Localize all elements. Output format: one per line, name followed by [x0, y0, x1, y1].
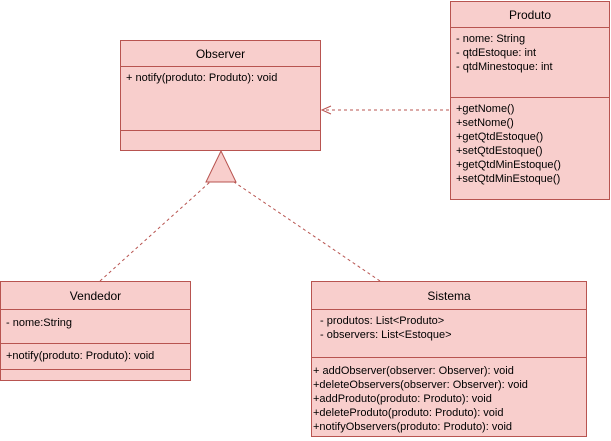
class-sistema-attribute: - produtos: List<Produto>	[317, 315, 445, 327]
class-vendedor[interactable]: Vendedor - nome:String +notify(produto: …	[0, 281, 191, 381]
class-produto-operations: +getNome() +setNome() +getQtdEstoque() +…	[451, 98, 609, 190]
class-produto-attribute: - qtdEstoque: int	[456, 47, 537, 59]
class-sistema-name: Sistema	[312, 282, 586, 310]
class-vendedor-attributes: - nome:String	[1, 310, 190, 336]
dependency-arrowhead	[320, 105, 332, 115]
class-produto-attribute: - nome: String	[456, 33, 526, 45]
class-sistema[interactable]: Sistema - produtos: List<Produto> - obse…	[311, 281, 587, 437]
class-produto-attribute: - qtdMinestoque: int	[456, 61, 553, 73]
class-produto[interactable]: Produto - nome: String - qtdEstoque: int…	[450, 1, 610, 200]
class-produto-operation: +setNome()	[456, 117, 514, 129]
realization-line-sistema-observer	[233, 181, 381, 282]
class-sistema-operation: + addObserver(observer: Observer): void	[313, 365, 514, 377]
class-sistema-divider	[312, 350, 586, 358]
class-vendedor-operation: +notify(produto: Produto): void	[6, 350, 155, 362]
class-sistema-attribute: - observers: List<Estoque>	[317, 329, 452, 341]
class-observer-name: Observer	[121, 41, 320, 67]
class-observer-attributes: + notify(produto: Produto): void	[121, 67, 320, 123]
class-observer[interactable]: Observer + notify(produto: Produto): voi…	[120, 40, 321, 151]
class-produto-operation: +setQtdEstoque()	[456, 145, 543, 157]
class-produto-name: Produto	[451, 2, 609, 28]
realization-triangle-icon	[205, 149, 237, 183]
class-vendedor-attribute: - nome:String	[6, 317, 73, 329]
class-observer-operations	[121, 131, 320, 139]
class-sistema-operation: +deleteObservers(observer: Observer): vo…	[313, 379, 528, 391]
class-observer-divider	[121, 123, 320, 131]
class-produto-operation: +setQtdMinEstoque()	[456, 173, 561, 185]
realization-line-vendedor-observer	[99, 181, 211, 282]
class-produto-attributes: - nome: String - qtdEstoque: int - qtdMi…	[451, 28, 609, 90]
class-sistema-operation: +notifyObservers(produto: Produto): void	[313, 421, 513, 433]
class-vendedor-operations: +notify(produto: Produto): void	[1, 344, 190, 370]
class-vendedor-name: Vendedor	[1, 282, 190, 310]
class-produto-operation: +getQtdEstoque()	[456, 131, 544, 143]
class-sistema-operation: +addProduto(produto: Produto): void	[313, 393, 492, 405]
class-sistema-operations: + addObserver(observer: Observer): void …	[312, 358, 586, 438]
class-sistema-operation: +deleteProduto(produto: Produto): void	[313, 407, 504, 419]
class-observer-attribute: + notify(produto: Produto): void	[126, 72, 278, 84]
class-vendedor-divider	[1, 336, 190, 344]
class-produto-divider	[451, 90, 609, 98]
class-produto-operation: +getQtdMinEstoque()	[456, 159, 561, 171]
class-sistema-attributes: - produtos: List<Produto> - observers: L…	[312, 310, 586, 350]
class-produto-operation: +getNome()	[456, 103, 515, 115]
